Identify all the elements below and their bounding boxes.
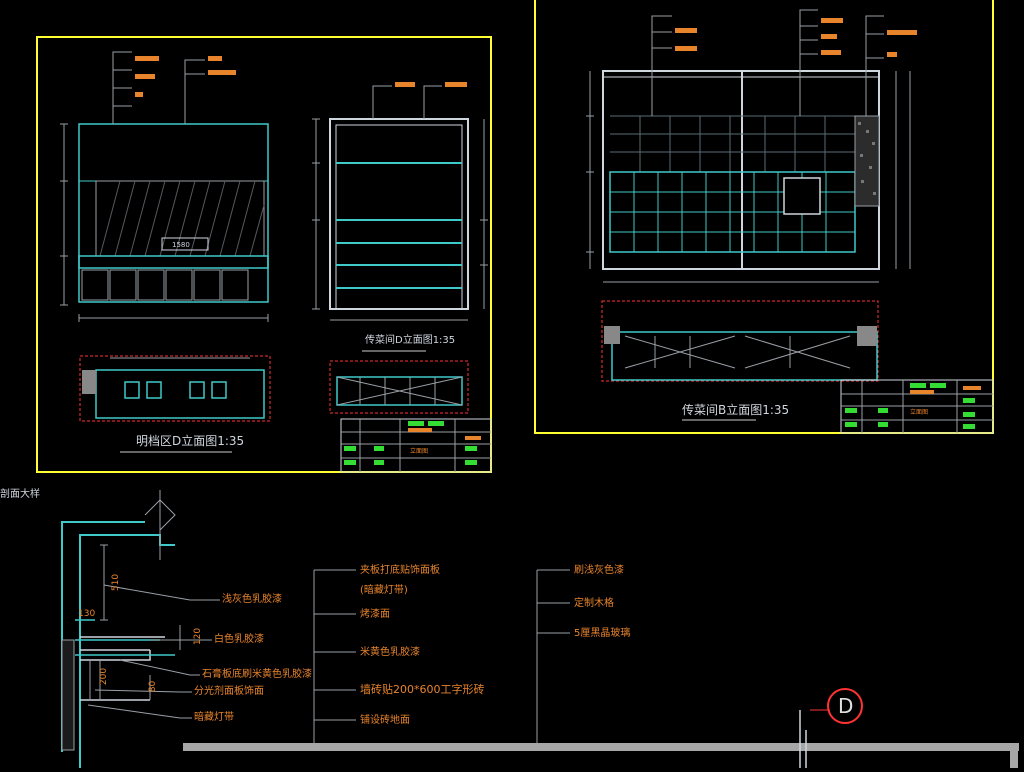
section-label: 剖面大样 [0,489,40,500]
right-title-block [840,379,994,434]
callout-symbol: D [838,694,854,718]
title-chuancai-d: 传菜间D立面图1:35 [365,335,456,346]
left-title-block [340,418,492,473]
dim-510: 510 [111,573,122,592]
note-mid-0: 夹板打底贴饰面板 [360,565,440,576]
note-left-1: 白色乳胶漆 [214,634,264,645]
callout-circle-d [827,688,863,724]
plan-chuancai-b [601,300,879,382]
note-right-0: 刷浅灰色漆 [574,565,624,576]
right-sheet [534,0,994,434]
note-right-2: 5厘黑晶玻璃 [574,628,631,639]
left-sheet-border [36,36,492,473]
note-left-4: 暗藏灯带 [194,712,234,723]
note-right-1: 定制木格 [574,598,614,609]
note-left-0: 浅灰色乳胶漆 [222,594,282,605]
elevation-chuancai-d [312,82,488,321]
note-left-2: 石膏板底刷米黄色乳胶漆 [202,669,312,680]
title-chuancai-b: 传菜间B立面图1:35 [682,403,790,417]
dim-1580: 1580 [172,241,190,249]
dim-200: 200 [99,667,110,686]
note-left-3: 分光剂面板饰面 [194,686,264,697]
elevation-chuancai-b [586,9,917,283]
titleblock-right-label: 立面图 [910,409,929,416]
plan-chuancai [329,360,469,414]
note-mid-3: 米黄色乳胶漆 [360,647,420,658]
titleblock-left-label: 立面图 [410,448,429,455]
dim-80: 80 [148,680,159,693]
title-mingdang-d: 明档区D立面图1:35 [136,434,245,448]
note-mid-4: 墙砖贴200*600工字形砖 [360,683,485,696]
right-sheet-border [534,0,994,434]
dim-120: 120 [193,627,204,646]
plan-mingdang [79,355,271,422]
note-mid-5: 铺设砖地面 [360,715,410,726]
elevation-mingdang-d [60,51,269,322]
left-sheet [36,36,492,473]
note-mid-1: (暗藏灯带) [360,585,408,596]
section-detail [61,490,1019,768]
dim-130: 130 [78,609,96,619]
note-mid-2: 烤漆面 [360,609,390,620]
